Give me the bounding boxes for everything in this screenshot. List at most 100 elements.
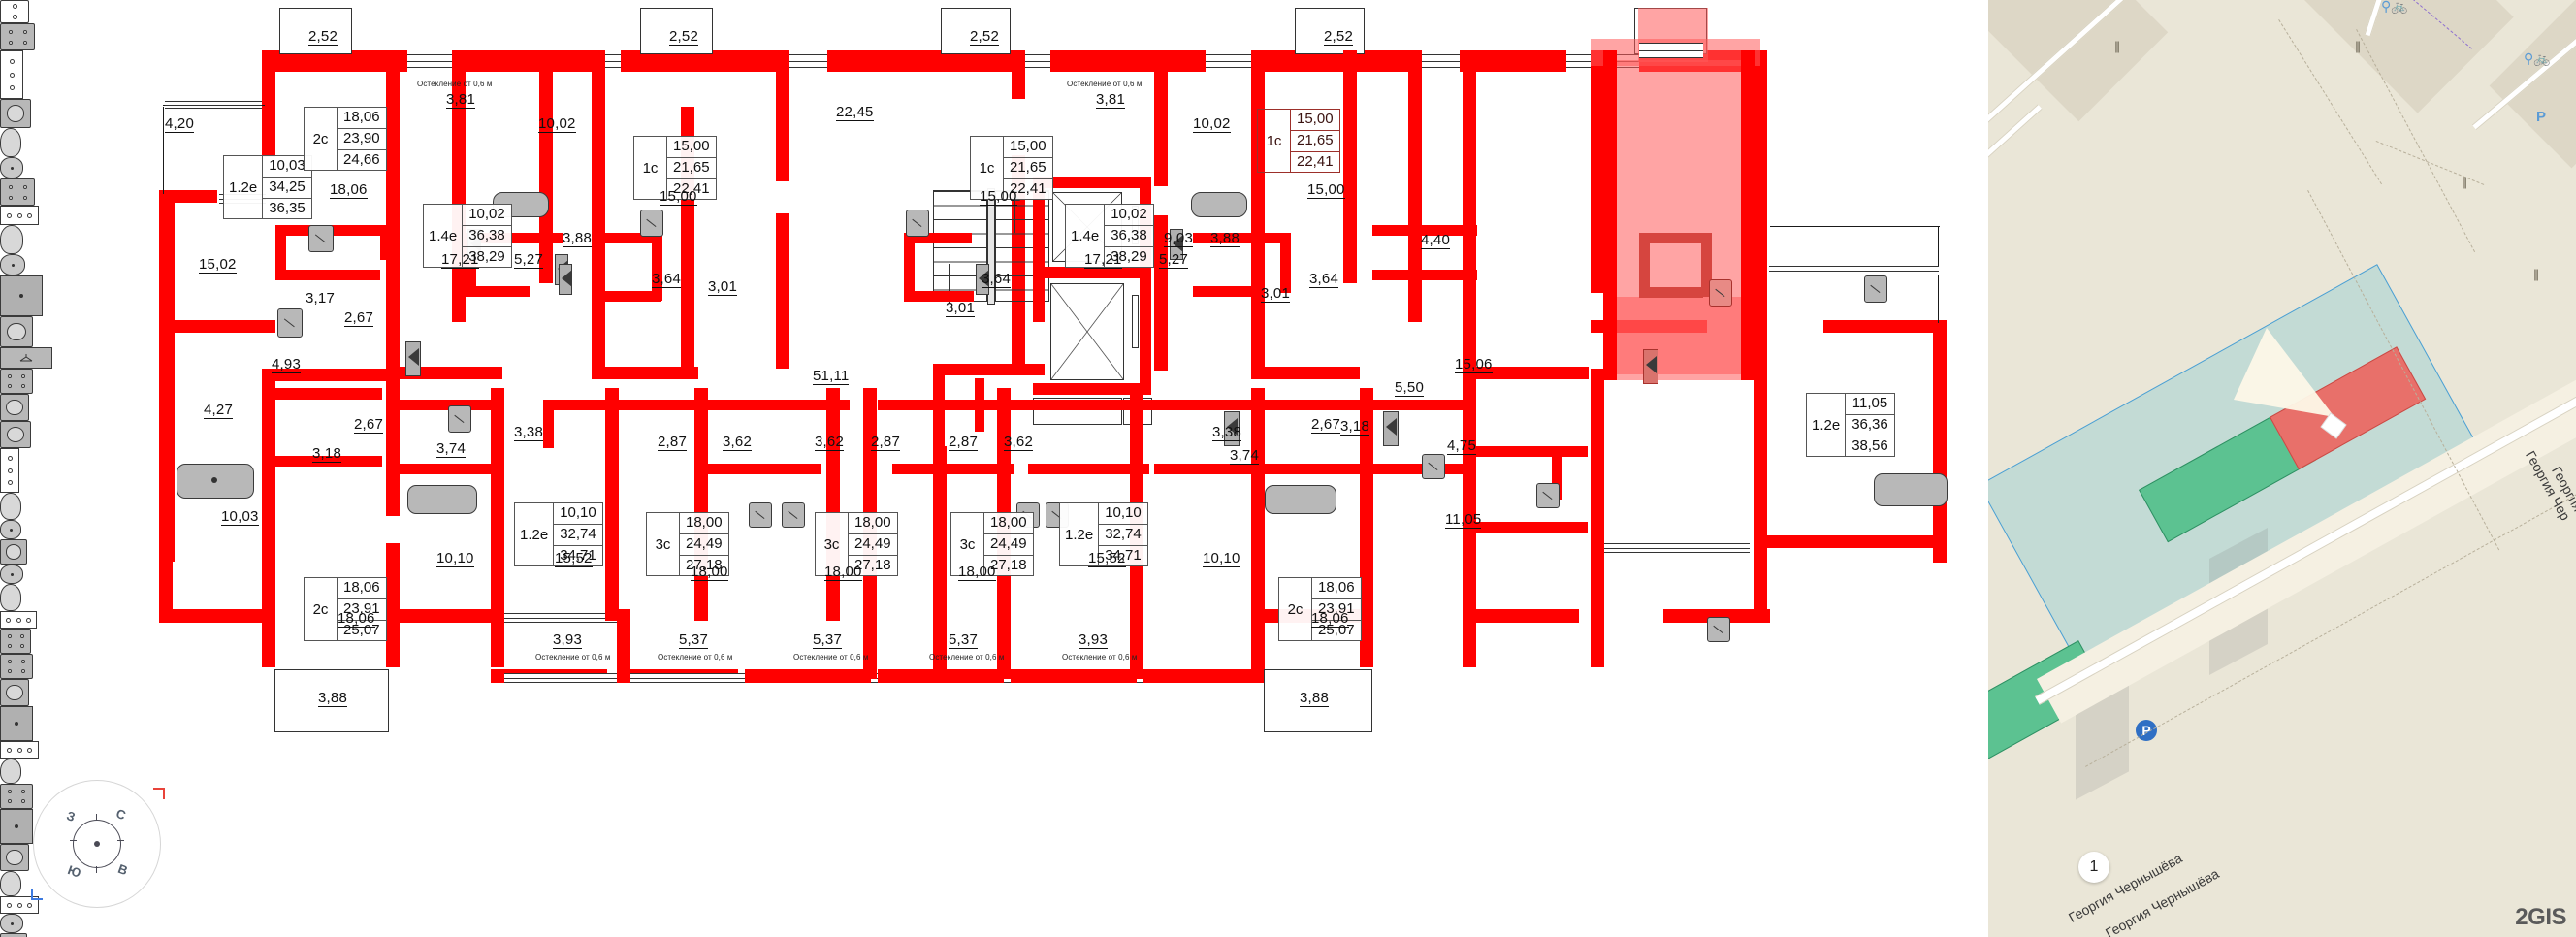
apartment-area-b: 38,56: [1852, 436, 1888, 454]
apartment-areas: 18,06 23,90 24,66: [338, 108, 386, 170]
room-area-label: 3,64: [982, 271, 1011, 288]
room-area-label: 3,88: [1210, 230, 1240, 247]
map-marker-1[interactable]: 1: [2078, 852, 2109, 883]
apartment-label-a4[interactable]: 1c 15,00 21,65 22,41: [633, 136, 717, 201]
map-provider-logo: 2GIS: [2515, 904, 2566, 930]
shower-icon: [0, 706, 33, 741]
apartment-areas: 15,00 21,65 22,41: [667, 137, 716, 199]
bike-parking-icon[interactable]: ⚲🚲: [2524, 50, 2551, 66]
apartment-label-a6[interactable]: 1.4e 10,02 36,38 38,29: [1065, 204, 1154, 269]
room-area-label: 18,00: [824, 564, 862, 581]
toilet-icon: [0, 759, 21, 784]
apartment-areas: 10,03 34,25 36,35: [263, 156, 311, 218]
apartment-rooms-area: 11,05: [1846, 394, 1894, 415]
room-area-label: 5,37: [813, 631, 842, 649]
wall-segment: [1360, 609, 1373, 667]
compass-tick: [70, 840, 77, 842]
apartment-area-a: 24,49: [680, 534, 728, 556]
balcony: [1264, 669, 1372, 732]
toilet-icon: [0, 225, 23, 254]
wall-segment: [543, 400, 554, 448]
window: [630, 673, 745, 683]
apartment-rooms-area: 10,03: [263, 156, 311, 178]
apartment-label-a5[interactable]: 1c 15,00 21,65 22,41: [970, 136, 1053, 201]
stove-icon: [0, 654, 33, 679]
wall-segment: [386, 400, 493, 410]
apartment-label-a9[interactable]: 2c 18,06 23,91 25,07: [304, 577, 387, 642]
wall-segment: [1460, 50, 1566, 72]
apartment-area-b: 34,71: [1105, 546, 1142, 564]
wall-segment: [1256, 50, 1421, 72]
wall-segment: [1372, 270, 1477, 280]
wall-segment: [1754, 50, 1767, 371]
apartment-area-a: 36,38: [463, 226, 511, 247]
glazing-note: Остекление от 0,6 м: [793, 653, 869, 662]
wall-segment: [539, 50, 553, 283]
apartment-label-a12[interactable]: 3c 18,00 24,49 27,18: [815, 512, 898, 577]
apartment-areas: 18,00 24,49 27,18: [680, 513, 728, 575]
location-map-panel[interactable]: ||| ||| ||| ||| ⚲🚲 ⚲🚲 P P 1: [1988, 0, 2576, 937]
wall-segment: [878, 400, 1033, 410]
wall-segment: [904, 291, 974, 302]
room-area-label: 17,21: [1084, 251, 1122, 269]
floor-plan-panel[interactable]: 1.2e 10,03 34,25 36,35 2c 18,06 23,90 24…: [0, 0, 1988, 937]
par king-icon[interactable]: P: [2536, 109, 2547, 125]
counter-icon: [0, 611, 37, 629]
wall-segment: [1033, 267, 1151, 278]
bathtub-icon: [1265, 485, 1336, 514]
apartment-type: 1.2e: [224, 156, 264, 219]
room-area-label: 3,81: [1096, 91, 1125, 109]
wall-segment: [275, 225, 286, 279]
apartment-label-a15[interactable]: 2c 18,06 23,91 25,07: [1278, 577, 1362, 642]
apartment-label-a3[interactable]: 1.4e 10,02 36,38 38,29: [423, 204, 512, 269]
selected-apartment-highlight: [1603, 297, 1744, 374]
door-leaf: [1170, 229, 1183, 260]
apartment-label-a10[interactable]: 1.2e 10,10 32,74 34,71: [514, 502, 603, 567]
wall-segment: [1011, 669, 1137, 683]
wall-segment: [1373, 400, 1463, 410]
room-area-label: 10,02: [538, 115, 576, 133]
wall-segment: [1012, 50, 1025, 99]
door-leaf: [1383, 411, 1399, 446]
wall-segment: [892, 464, 1014, 474]
apartment-label-a1[interactable]: 1.2e 10,03 34,25 36,35: [223, 155, 312, 220]
sink-icon: [906, 210, 929, 237]
apartment-areas: 11,05 36,36 38,56: [1846, 394, 1894, 456]
wall-segment: [1033, 177, 1045, 322]
wall-segment: [592, 50, 605, 371]
wall-segment: [1143, 669, 1259, 683]
bike-parking-icon[interactable]: ⚲🚲: [2381, 0, 2408, 14]
wall-segment: [1767, 535, 1937, 548]
compass-tick: [96, 866, 98, 873]
wall-segment: [262, 609, 275, 667]
apartment-area-b: 27,18: [686, 556, 723, 573]
room-area-label: 4,75: [1447, 437, 1476, 455]
apartment-label-a13[interactable]: 3c 18,00 24,49 27,18: [950, 512, 1034, 577]
room-area-label: 18,06: [330, 181, 368, 199]
glazing-note: Остекление от 0,6 м: [1062, 653, 1138, 662]
room-area-label: 3,01: [708, 278, 737, 296]
apartment-label-a7-selected[interactable]: 1c 15,00 21,65 22,41: [1257, 109, 1340, 174]
apartment-label-a11[interactable]: 3c 18,00 24,49 27,18: [646, 512, 729, 577]
apartment-rooms-area: 10,10: [554, 503, 602, 525]
compass-rose[interactable]: С В Ю З: [12, 768, 182, 935]
wall-segment: [1154, 215, 1168, 371]
crosswalk-icon: |||: [2114, 39, 2120, 53]
compass-corner-marker-blue: [31, 889, 43, 900]
window: [504, 613, 617, 623]
parking-marker[interactable]: P: [2136, 720, 2157, 741]
wall-segment: [827, 50, 1012, 72]
apartment-type: 2c: [305, 578, 338, 641]
room-area-label: 2,52: [308, 28, 338, 46]
apartment-label-a14[interactable]: 1.2e 10,10 32,74 34,71: [1059, 502, 1148, 567]
room-area-label: 3,62: [723, 434, 752, 451]
apartment-label-a8[interactable]: 1.2e 11,05 36,36 38,56: [1806, 393, 1895, 458]
room-area-label: 15,52: [1088, 550, 1126, 567]
apartment-areas: 15,00 21,65 22,41: [1291, 110, 1339, 172]
wall-segment: [1251, 609, 1265, 683]
apartment-rooms-area: 18,06: [338, 108, 386, 129]
wall-segment: [1251, 388, 1265, 621]
apartment-area-a: 36,36: [1846, 415, 1894, 436]
apartment-label-a2[interactable]: 2c 18,06 23,90 24,66: [304, 107, 387, 172]
wall-segment: [1463, 609, 1579, 623]
